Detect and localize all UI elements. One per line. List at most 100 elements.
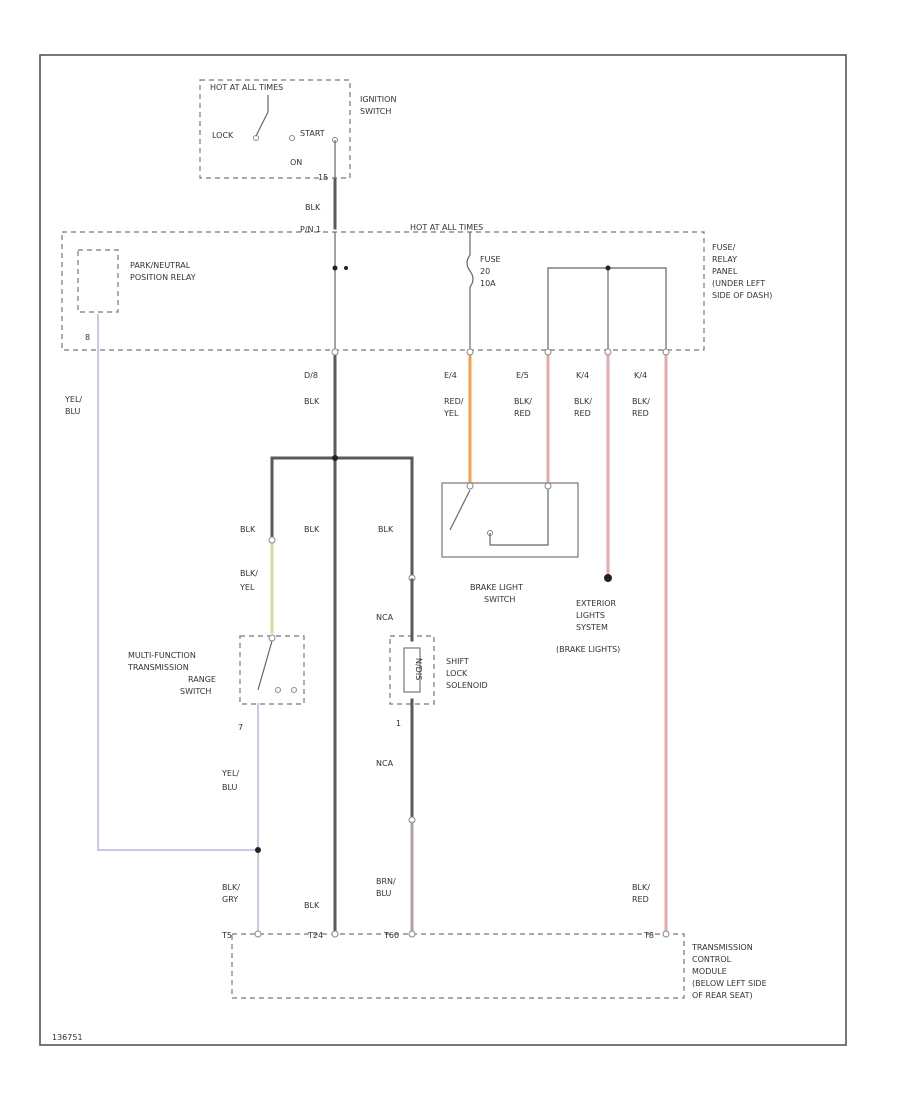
tcm-pin-a bbox=[254, 930, 262, 938]
solenoid-nca-bot: NCA bbox=[376, 759, 394, 768]
relay-label-1: PARK/NEUTRAL bbox=[130, 261, 191, 270]
ignition-switch-arm bbox=[255, 111, 269, 137]
relay-pin: 8 bbox=[85, 333, 90, 342]
mfs-label-0: MULTI-FUNCTION bbox=[128, 651, 196, 660]
tcm-box bbox=[231, 933, 685, 999]
brake-switch-label-1: BRAKE LIGHT bbox=[470, 583, 523, 592]
exterior-label-1: LIGHTS bbox=[576, 611, 605, 620]
mfs-wire-top: BLK bbox=[240, 525, 256, 534]
splice-relay-mfs bbox=[255, 847, 261, 853]
mfs-contact-top bbox=[268, 634, 276, 642]
fuse-panel-hot-label: HOT AT ALL TIMES bbox=[410, 223, 483, 232]
tcm-pin-d-label: T8 bbox=[643, 931, 654, 940]
label-k4-blk: BLK/ bbox=[574, 397, 592, 406]
tcm-label-1: CONTROL bbox=[692, 955, 732, 964]
brake-light-switch-box bbox=[441, 482, 579, 558]
brake-switch-return bbox=[489, 486, 549, 546]
mfs-contact-b bbox=[291, 687, 297, 693]
center-splice-panel bbox=[332, 265, 338, 271]
fuse-panel-bus bbox=[547, 267, 667, 350]
tcm-pin-d bbox=[662, 930, 670, 938]
fuse-symbol bbox=[466, 254, 474, 288]
label-e5-red: RED bbox=[514, 409, 531, 418]
park-neutral-relay-box bbox=[77, 249, 119, 313]
exterior-label-0: EXTERIOR bbox=[576, 599, 617, 608]
conn-e5 bbox=[544, 348, 552, 356]
fuse-panel-label-1: RELAY bbox=[712, 255, 737, 264]
fuse-panel-terminal-top: P/N 1 bbox=[300, 225, 321, 234]
ignition-switch-box bbox=[199, 79, 351, 179]
brake-switch-contact-out bbox=[544, 482, 552, 490]
mfs-switch-arm bbox=[257, 640, 273, 691]
tcm-label-3: (BELOW LEFT SIDE bbox=[692, 979, 767, 988]
fuse-panel-label-2: PANEL bbox=[712, 267, 738, 276]
tcm-pin-c-label: T60 bbox=[383, 931, 399, 940]
label-e4: E/4 bbox=[444, 371, 457, 380]
label-k4b-blk: BLK/ bbox=[632, 397, 650, 406]
fuse-label-0: FUSE bbox=[480, 255, 501, 264]
center-wire-label: BLK bbox=[304, 525, 320, 534]
mfs-label-3: SWITCH bbox=[180, 687, 211, 696]
solenoid-label-2: SOLENOID bbox=[446, 681, 488, 690]
mfs-wire-bot-1: YEL/ bbox=[221, 769, 239, 778]
tcm-label-2: MODULE bbox=[692, 967, 727, 976]
solenoid-coil bbox=[403, 647, 421, 693]
wire-splice-bus bbox=[270, 456, 414, 580]
label-red: RED/ bbox=[444, 397, 464, 406]
bottom-blk: BLK bbox=[304, 901, 320, 910]
diagram-frame bbox=[39, 54, 847, 1046]
fuse-panel-label-4: SIDE OF DASH) bbox=[712, 291, 772, 300]
ignition-switch-label-2: SWITCH bbox=[360, 107, 391, 116]
tcm-pin-c bbox=[408, 930, 416, 938]
ignition-contact-lock bbox=[253, 135, 259, 141]
solenoid-pin: 1 bbox=[396, 719, 401, 728]
ignition-lock-label: LOCK bbox=[212, 131, 234, 140]
solenoid-wire-top: BLK bbox=[378, 525, 394, 534]
brake-switch-arm bbox=[449, 489, 471, 531]
fuse-relay-panel-box bbox=[61, 231, 705, 351]
brake-switch-contact-in bbox=[466, 482, 474, 490]
conn-mfs-top bbox=[268, 536, 276, 544]
relay-label-2: POSITION RELAY bbox=[130, 273, 196, 282]
label-k4b: K/4 bbox=[634, 371, 647, 380]
label-e5: E/5 bbox=[516, 371, 529, 380]
brake-switch-label-2: SWITCH bbox=[484, 595, 515, 604]
ignition-contact-start bbox=[289, 135, 295, 141]
solenoid-nca-top: NCA bbox=[376, 613, 394, 622]
bottom-brn-2: BLU bbox=[376, 889, 392, 898]
solenoid-label-1: LOCK bbox=[446, 669, 468, 678]
conn-e4 bbox=[466, 348, 474, 356]
relay-wire-label-2: BLU bbox=[65, 407, 81, 416]
bus-splice bbox=[605, 265, 611, 271]
label-yel: YEL bbox=[443, 409, 459, 418]
fuse-panel-label-0: FUSE/ bbox=[712, 243, 736, 252]
mfs-wire-mid-1: BLK/ bbox=[240, 569, 258, 578]
mfs-label-1: TRANSMISSION bbox=[127, 663, 189, 672]
mfs-switch-box bbox=[239, 635, 305, 705]
mfs-contact-a bbox=[275, 687, 281, 693]
diagram-footer-id: 136751 bbox=[52, 1033, 83, 1042]
fuse-panel-label-3: (UNDER LEFT bbox=[712, 279, 765, 288]
solenoid-internal: N/DIS bbox=[414, 658, 423, 680]
mfs-pin: 7 bbox=[238, 723, 243, 732]
splice-main bbox=[332, 455, 338, 461]
tcm-label-0: TRANSMISSION bbox=[691, 943, 753, 952]
bottom-blk-red-1: BLK/ bbox=[632, 883, 650, 892]
ignition-on-label: ON bbox=[290, 158, 302, 167]
bottom-blk-red-2: RED bbox=[632, 895, 649, 904]
exterior-label-3: (BRAKE LIGHTS) bbox=[556, 645, 620, 654]
fuse-label-2: 10A bbox=[480, 279, 496, 288]
exterior-lights-dot bbox=[604, 574, 612, 582]
bottom-brn-1: BRN/ bbox=[376, 877, 396, 886]
label-k4: K/4 bbox=[576, 371, 589, 380]
center-splice-panel-b bbox=[344, 266, 348, 270]
solenoid-label-0: SHIFT bbox=[446, 657, 469, 666]
tcm-pin-b-label: T24 bbox=[307, 931, 323, 940]
ignition-hot-label: HOT AT ALL TIMES bbox=[210, 83, 283, 92]
label-e5-blk: BLK/ bbox=[514, 397, 532, 406]
conn-k4 bbox=[604, 348, 612, 356]
label-center-blk: BLK bbox=[304, 397, 320, 406]
bottom-blk-gry-2: GRY bbox=[222, 895, 238, 904]
mfs-wire-mid-2: YEL bbox=[239, 583, 255, 592]
